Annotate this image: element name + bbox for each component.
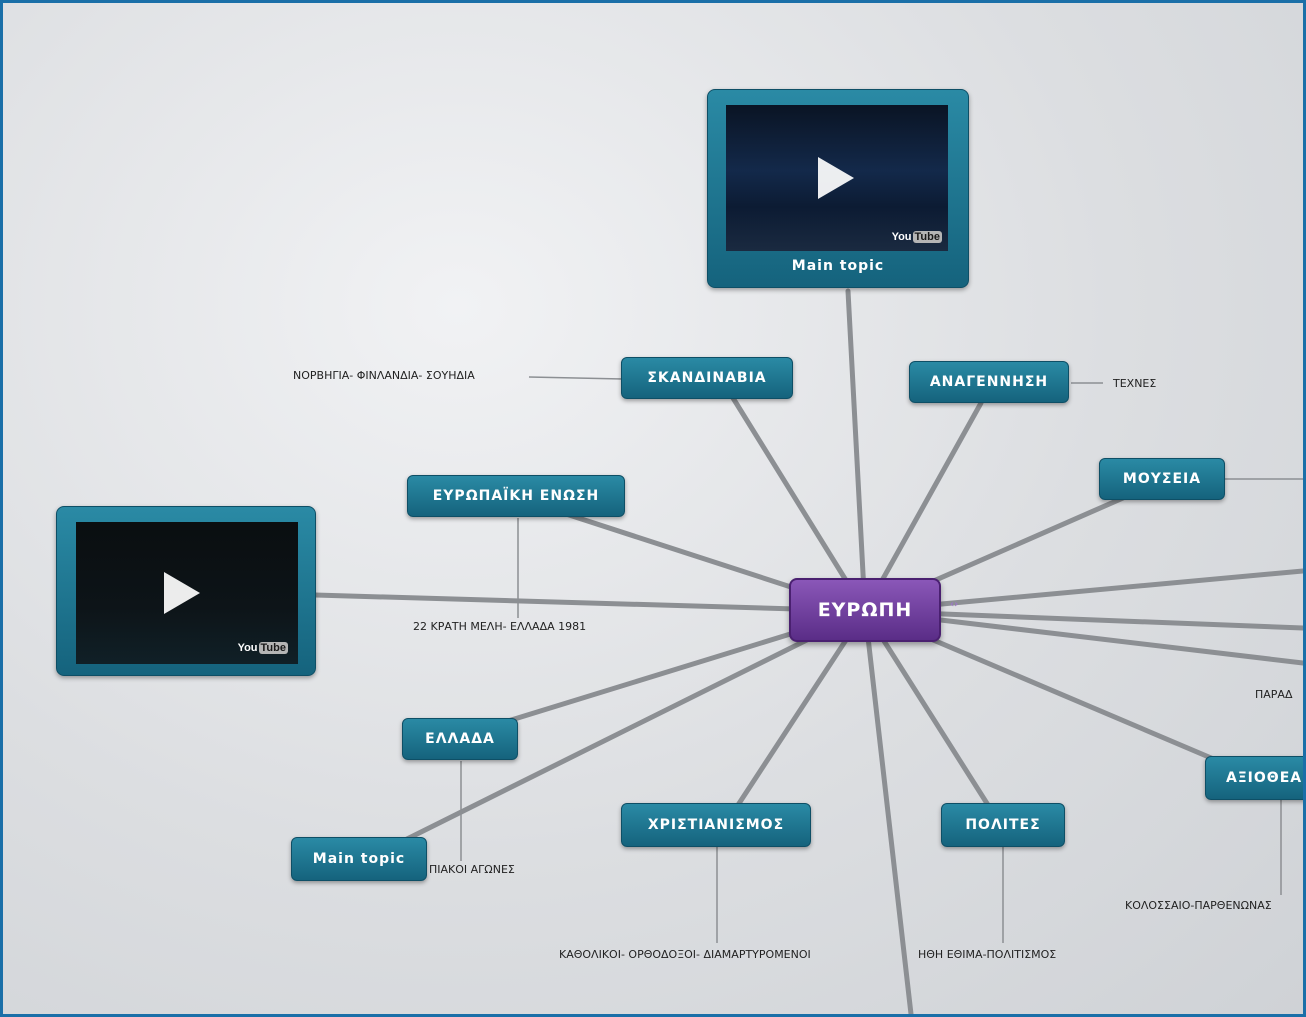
node-anagennisi[interactable]: ΑΝΑΓΕΝΝΗΣΗ <box>909 361 1069 403</box>
link-christianismos <box>735 608 868 808</box>
node-label: ΕΛΛΑΔΑ <box>425 731 495 747</box>
link-anagennisi <box>862 400 984 614</box>
node-label: ΕΥΡΩΠΑΪΚΗ ΕΝΩΣΗ <box>432 488 600 504</box>
video-node-label: Main topic <box>791 258 885 274</box>
node-label: Main topic <box>312 851 406 867</box>
link-left-video <box>312 592 868 614</box>
node-label: ΜΟΥΣΕΙΑ <box>1122 471 1202 487</box>
leaf-citizens: ΗΘΗ ΕΘΙΜΑ-ΠΟΛΙΤΙΣΜΟΣ <box>918 948 1057 961</box>
node-label: ΧΡΙΣΤΙΑΝΙΣΜΟΣ <box>647 817 785 833</box>
leaf-renaissance: ΤΕΧΝΕΣ <box>1113 377 1157 390</box>
leaf-cut-off: ΠΑΡΑΔ <box>1255 688 1293 701</box>
link-main-topic <box>400 608 868 844</box>
node-label: ΑΝΑΓΕΝΝΗΣΗ <box>929 374 1049 390</box>
node-ellada[interactable]: ΕΛΛΑΔΑ <box>402 718 518 760</box>
play-icon[interactable] <box>164 572 200 614</box>
node-label: ΠΟΛΙΤΕΣ <box>965 817 1041 833</box>
central-topic-label: ΕΥΡΩΠΗ <box>817 599 913 621</box>
leaf-scandinavia: ΝΟΡΒΗΓΙΑ- ΦΙΝΛΑΝΔΙΑ- ΣΟΥΗΔΙΑ <box>293 369 475 382</box>
leaf-eu: 22 ΚΡΑΤΗ ΜΕΛΗ- ΕΛΛΑΔΑ 1981 <box>413 620 587 633</box>
node-skandinavia[interactable]: ΣΚΑΝΔΙΝΑΒΙΑ <box>621 357 793 399</box>
leaf-greece: ΠΙΑΚΟΙ ΑΓΩΝΕΣ <box>429 863 515 876</box>
leaf-sights: ΚΟΛΟΣΣΑΙΟ-ΠΑΡΘΕΝΩΝΑΣ <box>1125 899 1272 912</box>
central-topic-node[interactable]: ΕΥΡΩΠΗ <box>789 578 941 642</box>
link-skandinavia <box>730 395 868 614</box>
node-axiotheata[interactable]: ΑΞΙΟΘΕΑ <box>1205 756 1303 800</box>
link-top-video <box>845 288 868 614</box>
play-icon[interactable] <box>818 157 854 199</box>
leaf-christianity: ΚΑΘΟΛΙΚΟΙ- ΟΡΘΟΔΟΞΟΙ- ΔΙΑΜΑΡΤΥΡΟΜΕΝΟΙ <box>559 948 811 961</box>
node-main-topic[interactable]: Main topic <box>291 837 427 881</box>
node-label: ΣΚΑΝΔΙΝΑΒΙΑ <box>647 370 767 386</box>
node-polites[interactable]: ΠΟΛΙΤΕΣ <box>941 803 1065 847</box>
collapse-handle-icon[interactable]: ‹› <box>950 599 959 610</box>
node-mouseia[interactable]: ΜΟΥΣΕΙΑ <box>1099 458 1225 500</box>
node-european-union[interactable]: ΕΥΡΩΠΑΪΚΗ ΕΝΩΣΗ <box>407 475 625 517</box>
link-polites <box>862 608 991 808</box>
sublink-scandinavia <box>528 376 624 380</box>
node-christianismos[interactable]: ΧΡΙΣΤΙΑΝΙΣΜΟΣ <box>621 803 811 847</box>
link-bottom <box>862 608 914 1014</box>
node-label: ΑΞΙΟΘΕΑ <box>1226 770 1303 786</box>
